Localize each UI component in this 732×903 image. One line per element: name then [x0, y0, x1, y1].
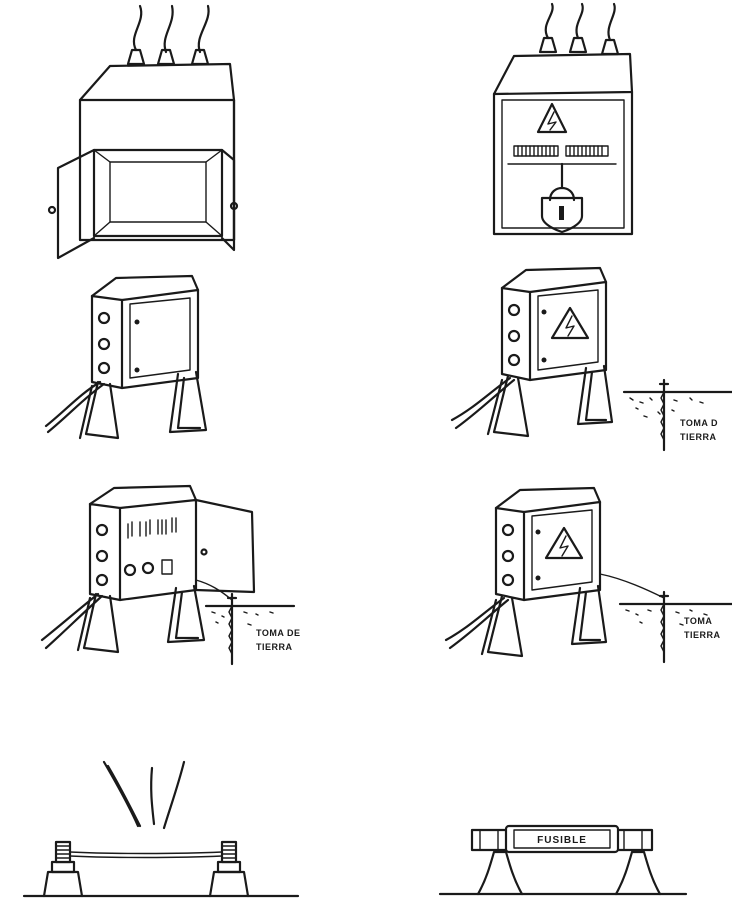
site-board-no-earth-figure	[46, 276, 206, 438]
terminal-strip	[508, 146, 616, 164]
earth-label-line1: TOMA D	[680, 418, 718, 428]
open-cabinet-figure	[49, 6, 237, 258]
earth-label-line1: TOMA	[684, 616, 712, 626]
site-board-earth-figure: TOMA D TIERRA	[452, 268, 732, 450]
proper-fuse-figure: FUSIBLE	[440, 826, 686, 894]
earth-label-line2: TIERRA	[680, 432, 717, 442]
closed-site-board-earth-figure: TOMA TIERRA	[446, 488, 732, 662]
closed-cabinet-figure	[494, 4, 632, 234]
fuse-label: FUSIBLE	[537, 835, 587, 846]
earth-label-line2: TIERRA	[684, 630, 721, 640]
earth-label-line2: TIERRA	[256, 642, 293, 652]
padlock-icon	[542, 164, 582, 232]
earth-stake-icon	[620, 592, 732, 662]
open-site-board-earth-figure: TOMA DE TIERRA	[42, 486, 301, 664]
earth-label-line1: TOMA DE	[256, 628, 301, 638]
bridged-fuse-figure	[24, 762, 298, 896]
